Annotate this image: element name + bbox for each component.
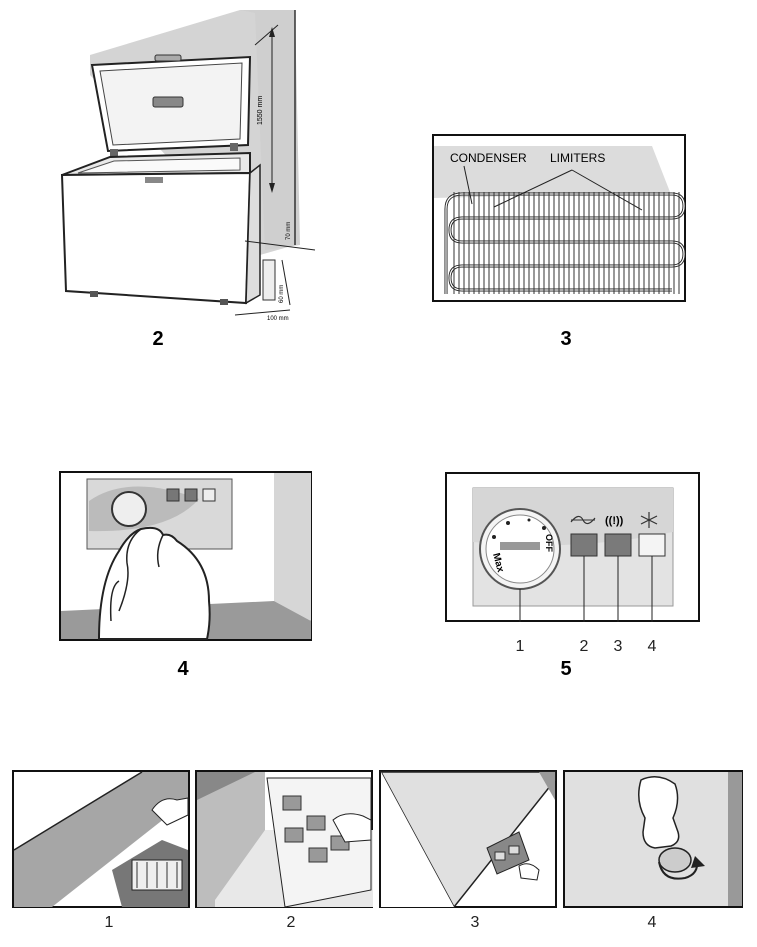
figure-2-number: 2 [152,328,164,350]
figure-3-condenser: CONDENSER LIMITERS [432,134,686,302]
step-1-label: 1 [104,914,114,931]
knob-max-label: Max [490,552,506,574]
step-4-unscrew [563,770,743,908]
callout-label-4: 4 [647,638,657,655]
figure-3-number: 3 [560,328,572,350]
step-3-drain-plug [379,770,557,908]
step-2-shelf [195,770,373,908]
figure-5-control-panel: Max OFF ((!)) [445,472,700,622]
limiters-label: LIMITERS [550,151,605,165]
power-indicator [570,515,598,557]
figure-4-number: 4 [177,658,189,680]
knob-off-label: OFF [544,534,554,552]
height-dimension-label: 1550 mm [257,96,264,125]
fast-freeze-button[interactable] [638,512,666,557]
snowflake-icon [640,512,658,528]
figure-5-number: 5 [560,658,572,680]
side-gap-dimension-label: 70 mm [286,222,292,240]
svg-text:((!)): ((!)) [605,515,624,527]
figure-4-knob-hand [59,471,312,641]
callout-label-1: 1 [515,638,525,655]
vent-dimension-label: 60 mm [279,285,285,303]
figure-2-freezer-installation: 1550 mm 70 mm 60 mm 100 mm [60,10,316,322]
condenser-label: CONDENSER [450,151,527,165]
step-4-label: 4 [647,914,657,931]
step-3-label: 3 [470,914,480,931]
back-gap-dimension-label: 100 mm [267,316,289,322]
callout-label-3: 3 [613,638,623,655]
callout-label-2: 2 [579,638,589,655]
step-1-basket [12,770,190,908]
thermostat-knob[interactable]: Max OFF [479,508,561,590]
step-2-label: 2 [286,914,296,931]
